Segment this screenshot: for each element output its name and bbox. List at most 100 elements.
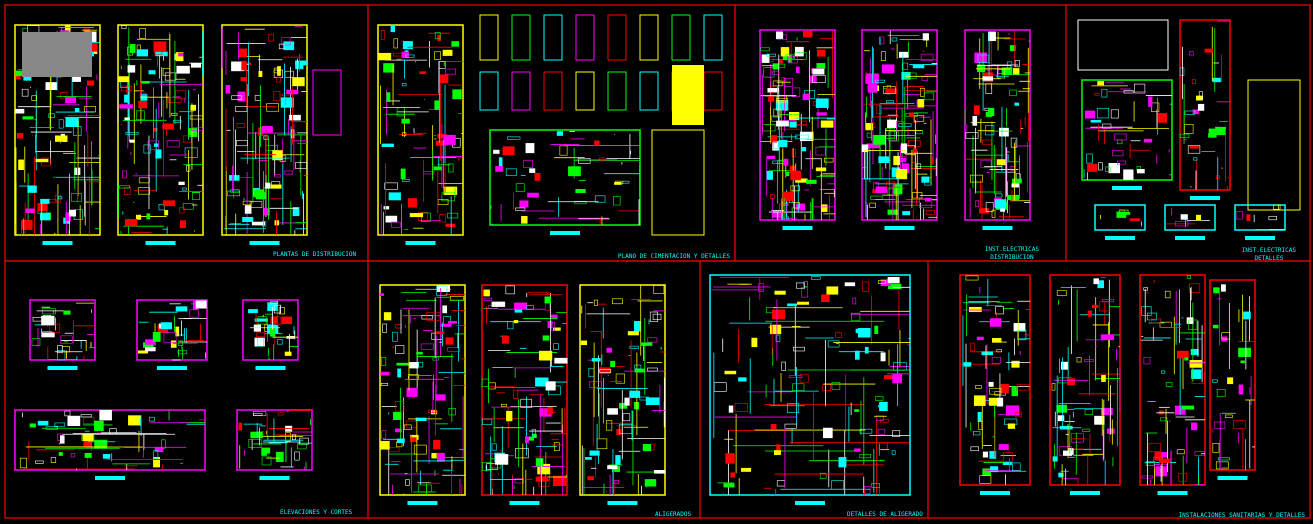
cad-block — [502, 335, 509, 344]
cad-block — [871, 483, 881, 488]
cad-block — [1176, 449, 1185, 455]
cad-block — [1147, 312, 1157, 321]
cad-block — [977, 54, 990, 63]
cad-block — [880, 418, 889, 423]
cad-block — [506, 410, 513, 422]
cad-block — [1113, 133, 1127, 141]
cad-block — [588, 367, 595, 378]
cad-block — [1010, 166, 1016, 171]
cad-block — [794, 46, 804, 57]
cad-block — [738, 377, 747, 382]
cad-block — [532, 433, 537, 438]
cad-block — [723, 483, 735, 488]
cad-block — [153, 41, 167, 52]
cad-block — [526, 305, 534, 310]
cad-block — [35, 460, 44, 464]
cad-block — [182, 203, 194, 210]
cad-block — [378, 52, 392, 61]
cad-block — [1143, 287, 1148, 291]
cad-block — [859, 428, 873, 434]
cad-block — [775, 334, 781, 342]
cad-block — [58, 452, 63, 456]
cad-block — [284, 170, 293, 175]
cad-block — [386, 92, 391, 102]
cad-block — [138, 100, 148, 109]
cad-block — [253, 189, 265, 198]
cad-block — [987, 107, 995, 117]
cad-block — [289, 114, 301, 121]
cad-block — [136, 110, 145, 121]
cad-block — [634, 368, 645, 373]
cad-block — [273, 67, 280, 74]
cad-block — [385, 215, 398, 223]
section — [14, 409, 206, 471]
cad-block — [514, 309, 523, 313]
cad-block — [390, 24, 395, 33]
cad-block — [1093, 278, 1099, 285]
cad-block — [965, 132, 979, 139]
cad-block — [1213, 421, 1226, 429]
cad-block — [773, 140, 779, 150]
diagram — [1081, 79, 1173, 181]
cad-block — [382, 323, 387, 333]
cad-block — [292, 434, 296, 441]
cad-block — [99, 410, 112, 421]
cad-block — [119, 104, 133, 109]
cad-block — [1063, 450, 1073, 456]
cad-block — [145, 347, 156, 352]
cad-block — [162, 123, 174, 130]
cad-block — [68, 209, 76, 217]
cad-block — [16, 133, 24, 139]
floor-plan — [959, 274, 1031, 486]
cad-block — [235, 106, 248, 112]
cad-block — [118, 76, 130, 83]
cad-block — [74, 107, 80, 113]
cad-block — [393, 52, 403, 57]
cad-block — [270, 316, 278, 324]
cad-block — [19, 457, 27, 469]
cad-block — [1225, 414, 1233, 418]
cad-block — [1246, 214, 1251, 221]
floor-plan — [759, 29, 836, 221]
cad-block — [284, 70, 294, 78]
cad-block — [409, 362, 419, 369]
cad-block — [901, 71, 911, 80]
cad-block — [231, 95, 243, 100]
cad-block — [277, 412, 284, 416]
cad-block — [838, 457, 847, 468]
cad-block — [969, 306, 982, 313]
cad-block — [507, 321, 514, 330]
cad-block — [921, 76, 929, 81]
cad-block — [388, 192, 401, 201]
cad-block — [880, 352, 886, 362]
cad-block — [920, 53, 934, 61]
plan-label-bar — [145, 241, 176, 245]
cad-block — [852, 297, 857, 305]
cad-block — [864, 346, 869, 354]
cad-block — [859, 454, 871, 459]
cad-block — [251, 221, 266, 226]
cad-block — [988, 381, 994, 387]
cad-block — [778, 139, 788, 148]
cad-block — [1151, 102, 1160, 112]
cad-block — [481, 378, 489, 387]
cad-block — [893, 155, 900, 166]
cad-block — [162, 200, 176, 207]
cad-block — [60, 92, 68, 100]
sheet-frame — [4, 4, 1311, 519]
cad-block — [1071, 433, 1084, 443]
cad-block — [982, 468, 991, 476]
cad-block — [281, 37, 291, 46]
cad-block — [982, 139, 992, 146]
cad-block — [973, 395, 986, 406]
cad-block — [969, 342, 976, 352]
cad-block — [261, 456, 272, 466]
cad-block — [994, 193, 1003, 198]
cad-block — [41, 315, 55, 326]
cad-block — [553, 442, 560, 452]
cad-block — [1084, 359, 1094, 362]
cad-block — [1153, 457, 1160, 466]
cad-block — [1233, 420, 1246, 429]
cad-block — [874, 79, 885, 83]
